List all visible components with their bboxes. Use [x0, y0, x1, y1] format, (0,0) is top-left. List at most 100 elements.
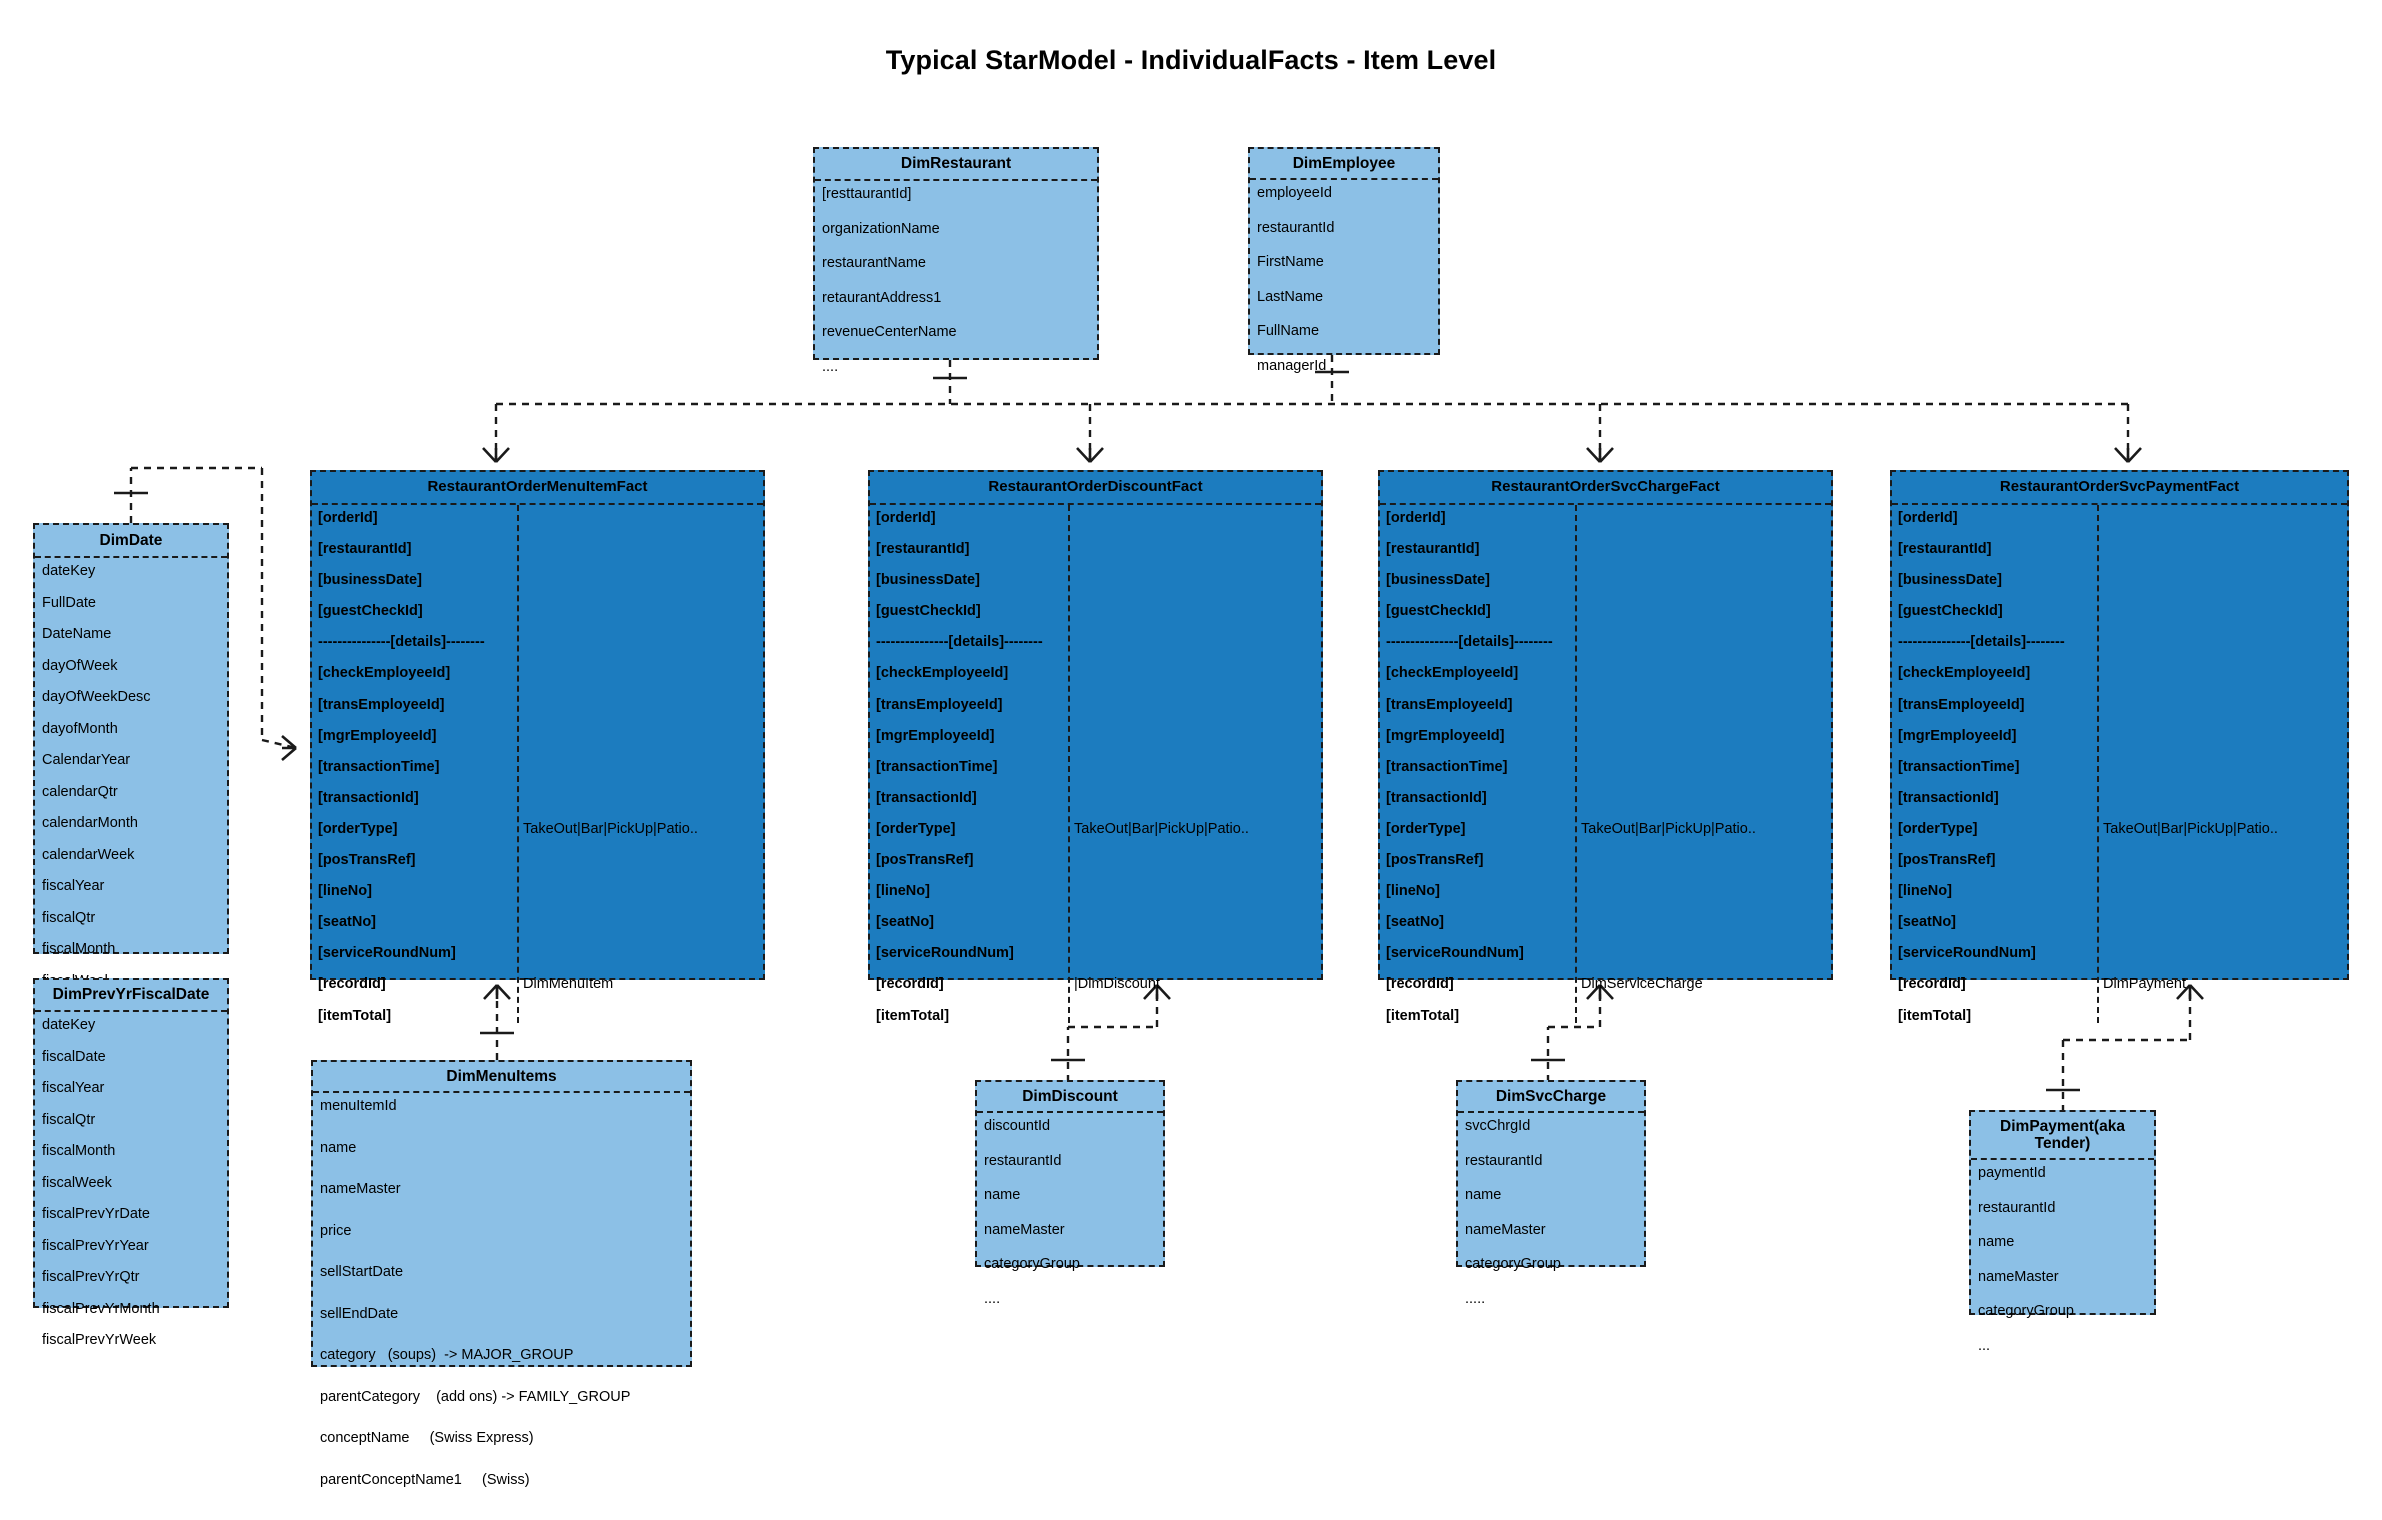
- field-row: [itemTotal]: [312, 1008, 763, 1024]
- field-row: [mgrEmployeeId]: [870, 729, 1321, 744]
- field-name: [seatNo]: [876, 914, 935, 931]
- field-row: ....: [822, 358, 1090, 375]
- field-row: name: [1465, 1188, 1637, 1203]
- field-name: [transEmployeeId]: [876, 696, 1003, 713]
- field-row: [posTransRef]: [1380, 853, 1831, 868]
- field-row: fiscalQtr: [42, 1111, 220, 1128]
- field-name: [businessDate]: [318, 572, 422, 589]
- entity-title: RestaurantOrderMenuItemFact: [312, 472, 763, 505]
- field-row: fiscalQtr: [42, 910, 220, 926]
- field-name: [posTransRef]: [1386, 852, 1484, 869]
- field-name: dateKey: [42, 1017, 96, 1033]
- field-name: [transEmployeeId]: [1898, 696, 2025, 713]
- field-row: retaurantAddress1: [822, 289, 1090, 306]
- field-row: calendarWeek: [42, 847, 220, 863]
- entity-dim-restaurant[interactable]: DimRestaurant [resttaurantId]organizatio…: [813, 147, 1099, 374]
- field-name: name: [984, 1187, 1021, 1203]
- field-name: [seatNo]: [1898, 914, 1957, 931]
- field-name: discountId: [984, 1118, 1051, 1134]
- field-name: ---------------[details]--------: [318, 634, 485, 651]
- field-row: [transactionId]: [1380, 791, 1831, 806]
- field-row: restaurantId: [1257, 220, 1431, 236]
- field-name: [checkEmployeeId]: [876, 665, 1009, 682]
- field-row: [orderId]: [1892, 511, 2347, 526]
- field-row: [lineNo]: [870, 884, 1321, 899]
- field-name: name: [320, 1139, 357, 1156]
- field-row: nameMaster: [1465, 1221, 1637, 1238]
- field-row: [recordId]DimServiceCharge: [1380, 977, 1831, 992]
- field-row: [checkEmployeeId]: [312, 666, 763, 681]
- field-name: [itemTotal]: [1898, 1007, 1972, 1024]
- wire-date-into-fact: [261, 738, 297, 750]
- field-row: [orderId]: [870, 511, 1321, 526]
- field-name: fiscalPrevYrWeek: [42, 1332, 157, 1348]
- field-row: [recordId]|DimDiscount: [870, 977, 1321, 992]
- field-name: retaurantAddress1: [822, 289, 942, 306]
- crowsfoot-menuitem-left: [281, 735, 297, 761]
- field-name: [orderType]: [318, 820, 398, 837]
- field-name: nameMaster: [1465, 1221, 1546, 1238]
- field-name: fiscalYear: [42, 878, 105, 894]
- field-name: [orderId]: [318, 510, 378, 526]
- field-row: restaurantId: [1465, 1153, 1637, 1169]
- entity-fact-svc-charge[interactable]: RestaurantOrderSvcChargeFact [orderId][r…: [1378, 470, 1833, 1023]
- field-row: [mgrEmployeeId]: [1380, 729, 1831, 744]
- field-name: [orderId]: [876, 510, 936, 526]
- field-name: [orderId]: [1898, 510, 1958, 526]
- field-name: fiscalQtr: [42, 1111, 96, 1128]
- field-row: [checkEmployeeId]: [1892, 666, 2347, 681]
- field-row: [transEmployeeId]: [312, 698, 763, 713]
- entity-title: RestaurantOrderDiscountFact: [870, 472, 1321, 505]
- entity-fact-discount[interactable]: RestaurantOrderDiscountFact [orderId] [re…: [868, 470, 1323, 1023]
- entity-fields: [orderId][restaurantId][businessDate][gu…: [1380, 505, 1831, 1023]
- field-row: [orderId]: [312, 511, 763, 526]
- field-row: [transactionTime]: [870, 760, 1321, 775]
- field-row: [guestCheckId]: [1892, 604, 2347, 619]
- field-name: paymentId: [1978, 1165, 2046, 1181]
- entity-fact-menu-item[interactable]: RestaurantOrderMenuItemFact [orderId][re…: [310, 470, 765, 1023]
- field-name: ....: [822, 358, 839, 375]
- field-name: [mgrEmployeeId]: [1898, 727, 2017, 744]
- field-name: [seatNo]: [1386, 914, 1445, 931]
- field-name: restaurantId: [984, 1152, 1062, 1169]
- field-row: nameMaster: [1978, 1269, 2147, 1285]
- field-row: [seatNo]: [1892, 915, 2347, 930]
- field-name: categoryGroup: [1465, 1256, 1561, 1272]
- field-row: svcChrgId: [1465, 1119, 1637, 1134]
- field-row: [transEmployeeId]: [870, 698, 1321, 713]
- field-row: dayofMonth: [42, 721, 220, 737]
- field-row: discountId: [984, 1119, 1156, 1134]
- field-row: [itemTotal]: [1892, 1007, 2347, 1024]
- field-name: menuItemId: [320, 1098, 397, 1114]
- field-name: [transactionId]: [1898, 789, 1999, 806]
- entity-fact-svc-payment[interactable]: RestaurantOrderSvcPaymentFact [orderId] […: [1890, 470, 2349, 1023]
- field-name: [restaurantId]: [1898, 541, 1992, 558]
- field-name: fiscalYear: [42, 1080, 105, 1096]
- field-row: [posTransRef]: [312, 853, 763, 868]
- field-row: ---------------[details]--------: [1892, 635, 2347, 650]
- field-row: paymentId: [1978, 1166, 2147, 1181]
- field-name: [orderType]: [1898, 820, 1978, 837]
- entity-title: RestaurantOrderSvcPaymentFact: [1892, 472, 2347, 505]
- field-name: [restaurantId]: [1386, 541, 1480, 558]
- field-row: [seatNo]: [1380, 915, 1831, 930]
- field-name: [businessDate]: [876, 572, 980, 589]
- field-note: TakeOut|Bar|PickUp|Patio..: [1074, 820, 1249, 837]
- field-name: [transactionTime]: [876, 758, 998, 775]
- crowsfoot-discount-top: [1076, 447, 1104, 463]
- crowsfoot-menuitem-top: [482, 447, 510, 463]
- field-row: fiscalMonth: [42, 942, 220, 957]
- field-row: name: [1978, 1235, 2147, 1250]
- field-row: sellEndDate: [320, 1306, 683, 1322]
- field-row: [seatNo]: [312, 915, 763, 930]
